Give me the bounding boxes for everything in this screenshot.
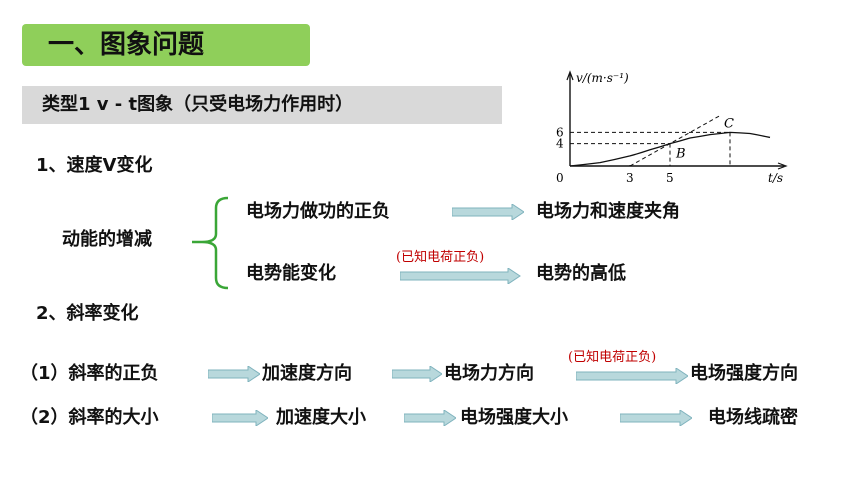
- section-slope-heading: 2、斜率变化: [36, 303, 139, 324]
- arrow-icon: [400, 268, 522, 284]
- x-axis-arrowhead: [777, 162, 788, 170]
- row1-field-direction: 电场强度方向: [690, 363, 798, 384]
- x-axis-label: t/s: [768, 171, 783, 185]
- arrow-icon: [212, 410, 268, 426]
- row1-note: (已知电荷正负): [568, 350, 657, 365]
- row1-accel-direction: 加速度方向: [262, 363, 352, 384]
- arrow-icon: [404, 410, 456, 426]
- point-label-c: C: [724, 116, 734, 131]
- section-speed-heading: 1、速度V变化: [36, 155, 153, 176]
- title-banner: [22, 24, 310, 66]
- y-tick-label: 6: [556, 125, 564, 139]
- page-title: 一、图象问题: [48, 30, 205, 60]
- arrow-icon: [392, 366, 442, 382]
- row1-slope-sign: （1）斜率的正负: [20, 363, 159, 384]
- branch2-right: 电势的高低: [536, 263, 626, 284]
- row2-line-density: 电场线疏密: [708, 407, 798, 428]
- tangent-line: [629, 115, 721, 167]
- x-tick-label: 3: [626, 171, 634, 185]
- x-tick-label: 0: [556, 171, 564, 185]
- type-heading: 类型1 v - t图象（只受电场力作用时）: [42, 94, 354, 115]
- branch1-left: 电场力做功的正负: [246, 201, 390, 222]
- series-line: [569, 131, 771, 167]
- arrow-icon: [452, 204, 524, 220]
- x-tick-label: 5: [666, 171, 674, 185]
- y-axis-arrowhead: [566, 70, 574, 81]
- type-banner: [22, 86, 502, 124]
- y-axis-label: v/(m·s⁻¹): [576, 71, 629, 85]
- row2-accel-size: 加速度大小: [276, 407, 366, 428]
- branch2-note: (已知电荷正负): [396, 250, 485, 265]
- arrow-icon: [620, 410, 692, 426]
- branch2-left: 电势能变化: [246, 263, 336, 284]
- green-bracket: [192, 196, 229, 290]
- row2-field-size: 电场强度大小: [460, 407, 568, 428]
- y-tick-label: 4: [556, 137, 564, 151]
- row1-force-direction: 电场力方向: [444, 363, 534, 384]
- arrow-icon: [576, 368, 688, 384]
- vt-chart: v/(m·s⁻¹) t/s 0 3 5 46B C: [556, 70, 788, 185]
- energy-label: 动能的增减: [62, 229, 152, 250]
- row2-slope-size: （2）斜率的大小: [20, 407, 159, 428]
- point-label-b: B: [675, 147, 686, 162]
- branch1-right: 电场力和速度夹角: [536, 201, 680, 222]
- arrow-icon: [208, 366, 260, 382]
